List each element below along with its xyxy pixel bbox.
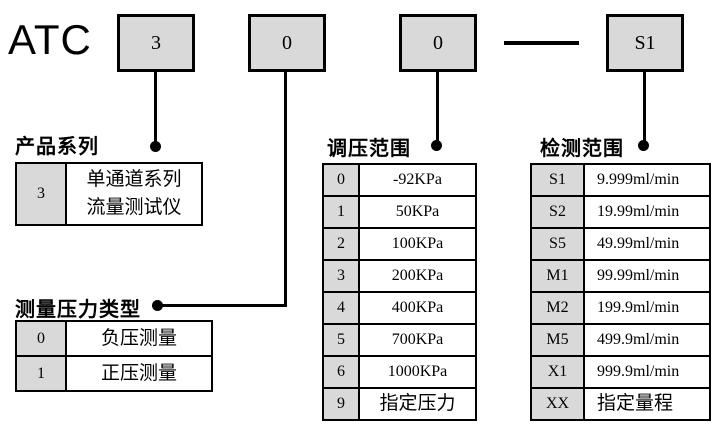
- connector-line-pressure-type-horizontal: [157, 304, 287, 307]
- product-series-table: 3 单通道系列 流量测试仪: [15, 162, 203, 226]
- value-cell: 999.9ml/min: [597, 363, 680, 381]
- value-cell: 指定量程: [597, 393, 674, 415]
- table-row: XX 指定量程: [532, 387, 709, 419]
- code-cell: 1: [324, 197, 360, 227]
- code-box-pressure-type: 0: [248, 14, 326, 72]
- code-cell: 4: [324, 293, 360, 323]
- code-cell: 2: [324, 229, 360, 259]
- section-label-pressure-type: 测量压力类型: [15, 299, 141, 321]
- table-row: 3 单通道系列 流量测试仪: [17, 164, 201, 224]
- brand-text: ATC: [8, 16, 92, 63]
- code-cell: M5: [532, 325, 585, 355]
- value-cell: 100KPa: [391, 235, 444, 253]
- table-row: 1 50KPa: [324, 195, 475, 227]
- connector-dot-pressure-type: [152, 300, 163, 311]
- table-row: S1 9.999ml/min: [532, 165, 709, 195]
- value-cell: 400KPa: [391, 299, 444, 317]
- code-cell: S1: [532, 165, 585, 195]
- value-cell: 99.99ml/min: [597, 267, 680, 285]
- value-cell: 9.999ml/min: [597, 171, 680, 189]
- code-cell: M1: [532, 261, 585, 291]
- value-cell: -92KPa: [393, 171, 442, 189]
- value-cell: 499.9ml/min: [597, 331, 680, 349]
- table-row: S2 19.99ml/min: [532, 195, 709, 227]
- connector-dot-detection: [638, 140, 649, 151]
- table-row: 2 100KPa: [324, 227, 475, 259]
- code-cell: S2: [532, 197, 585, 227]
- code-cell: 0: [17, 322, 67, 355]
- code-cell: 5: [324, 325, 360, 355]
- separator-dash: [504, 41, 579, 45]
- regulation-range-table: 0 -92KPa 1 50KPa 2 100KPa 3 200KPa 4 400KPa 5 700KP…: [322, 163, 477, 421]
- code-box-detection: S1: [606, 14, 684, 72]
- value-cell: 单通道系列 流量测试仪: [86, 169, 182, 218]
- code-cell: 0: [324, 165, 360, 195]
- value-cell: 50KPa: [395, 203, 440, 221]
- value-cell: 19.99ml/min: [597, 203, 680, 221]
- connector-line-series: [154, 71, 157, 146]
- code-cell: X1: [532, 357, 585, 387]
- value-cell: 1000KPa: [387, 363, 448, 381]
- code-cell: 3: [324, 261, 360, 291]
- pressure-type-table: 0 负压测量 1 正压测量: [15, 320, 213, 392]
- value-cell: 49.99ml/min: [597, 235, 680, 253]
- code-cell: 1: [17, 357, 67, 390]
- table-row: 6 1000KPa: [324, 355, 475, 387]
- table-row: 4 400KPa: [324, 291, 475, 323]
- table-row: S5 49.99ml/min: [532, 227, 709, 259]
- code-cell: 9: [324, 389, 360, 419]
- table-row: 0 负压测量: [17, 322, 211, 355]
- code-cell: XX: [532, 389, 585, 419]
- table-row: M2 199.9ml/min: [532, 291, 709, 323]
- code-cell: S5: [532, 229, 585, 259]
- value-cell: 正压测量: [100, 362, 177, 384]
- value-cell: 700KPa: [391, 331, 444, 349]
- table-row: X1 999.9ml/min: [532, 355, 709, 387]
- section-label-product-series: 产品系列: [15, 136, 99, 158]
- table-row: 3 200KPa: [324, 259, 475, 291]
- table-row: 0 -92KPa: [324, 165, 475, 195]
- table-row: 1 正压测量: [17, 355, 211, 390]
- connector-dot-series: [150, 141, 161, 152]
- table-row: 9 指定压力: [324, 387, 475, 419]
- value-cell: 199.9ml/min: [597, 299, 680, 317]
- value-cell: 负压测量: [100, 327, 177, 349]
- section-label-detection-range: 检测范围: [540, 138, 624, 160]
- code-box-regulation: 0: [399, 14, 477, 72]
- code-cell: 3: [17, 164, 67, 224]
- table-row: 5 700KPa: [324, 323, 475, 355]
- connector-line-detection: [643, 71, 646, 146]
- section-label-regulation-range: 调压范围: [327, 138, 411, 160]
- table-row: M1 99.99ml/min: [532, 259, 709, 291]
- value-cell: 200KPa: [391, 267, 444, 285]
- connector-line-pressure-type-vertical: [284, 71, 287, 307]
- code-cell: 6: [324, 357, 360, 387]
- value-cell: 指定压力: [379, 393, 456, 415]
- connector-line-regulation: [436, 71, 439, 146]
- connector-dot-regulation: [431, 140, 442, 151]
- code-box-series: 3: [117, 14, 195, 72]
- table-row: M5 499.9ml/min: [532, 323, 709, 355]
- code-cell: M2: [532, 293, 585, 323]
